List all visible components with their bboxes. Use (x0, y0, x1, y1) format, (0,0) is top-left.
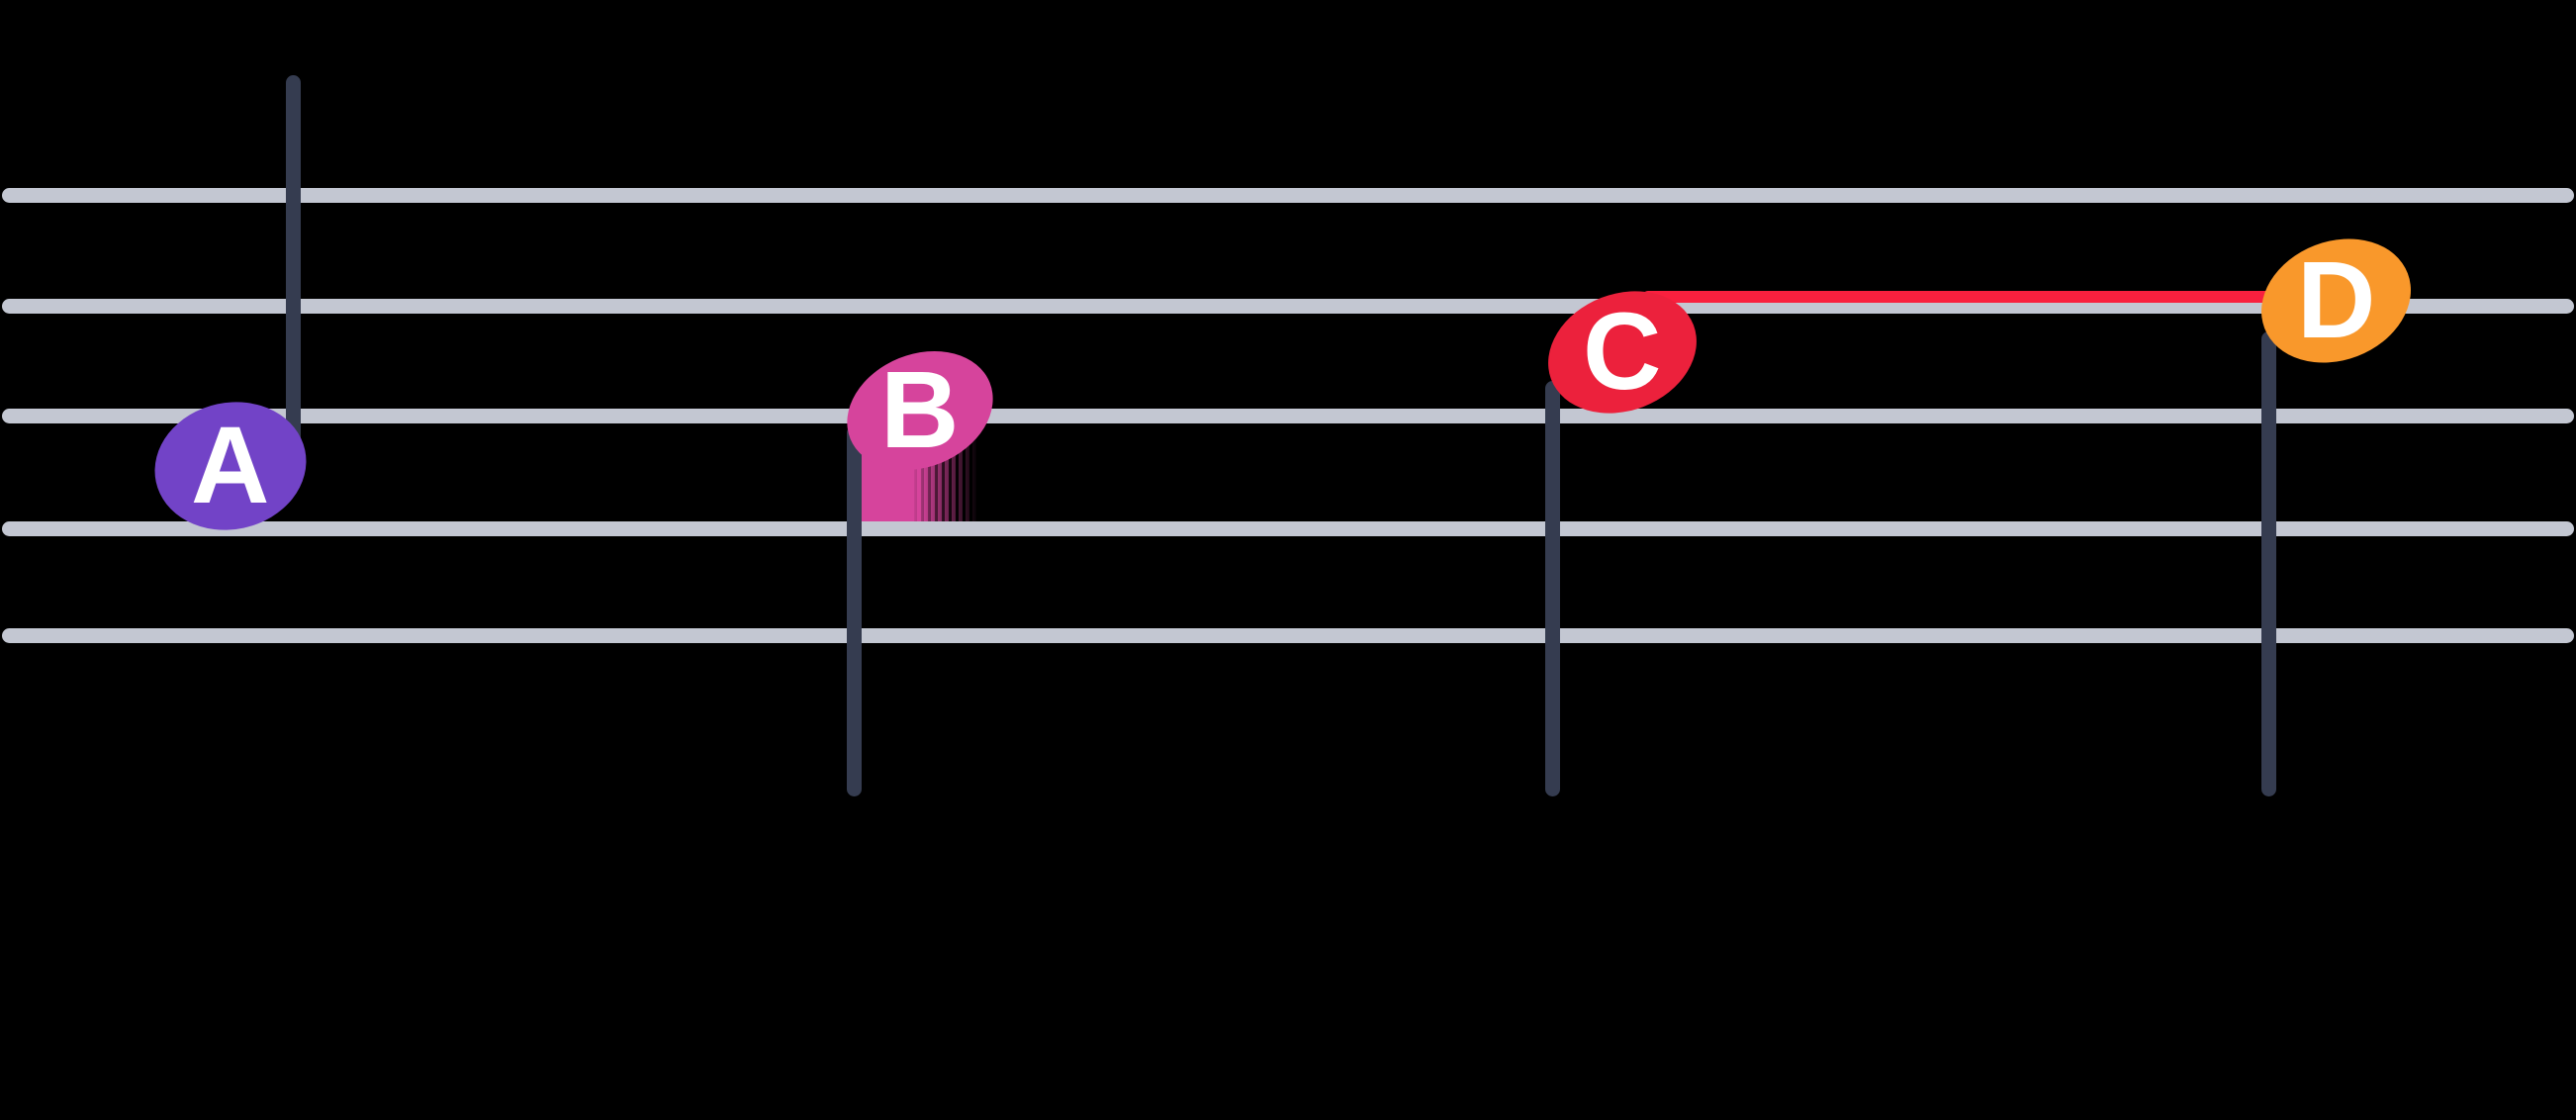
note-a-label: A (191, 405, 270, 527)
note-c-label: C (1583, 291, 1662, 414)
note-d-label: D (2296, 239, 2376, 362)
staff-line-4 (2, 521, 2574, 536)
connector-line-c-to-d (1642, 291, 2305, 303)
staff-line-3 (2, 409, 2574, 423)
staff-line-5 (2, 628, 2574, 643)
note-b-stem (847, 425, 862, 796)
staff-line-1 (2, 188, 2574, 203)
note-a-stem (286, 75, 301, 490)
note-c-stem (1545, 381, 1560, 796)
note-b-label: B (880, 349, 960, 472)
note-d-stem (2261, 331, 2276, 796)
